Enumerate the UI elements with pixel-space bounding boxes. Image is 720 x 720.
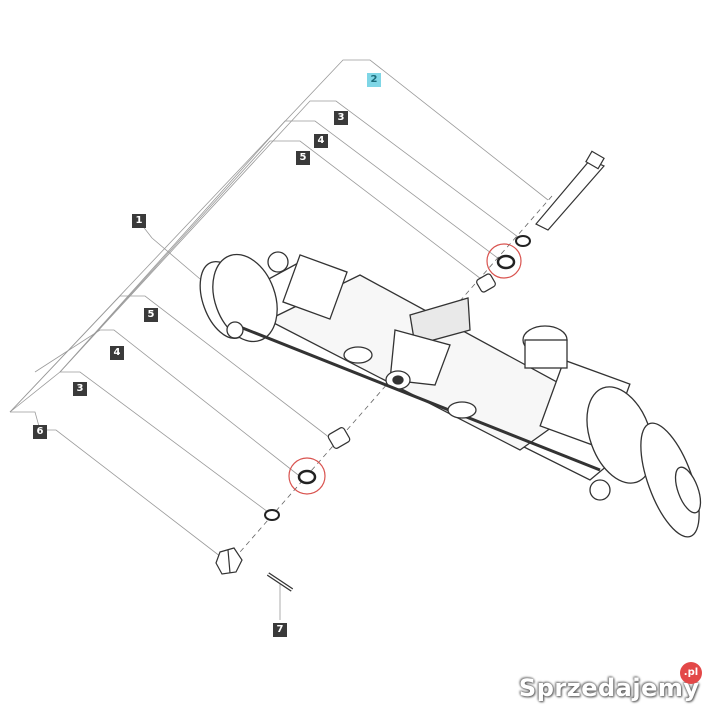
callout-4-bottom: 4 (110, 346, 124, 360)
leader-lines (9, 59, 549, 620)
bushing-part-5-bottom (327, 427, 351, 449)
washer-part-3-bottom (264, 509, 280, 521)
washer-part-3-top (515, 235, 531, 247)
callout-4-top: 4 (314, 134, 328, 148)
callout-5-top: 5 (296, 151, 310, 165)
callout-2: 2 (367, 73, 381, 87)
callout-6: 6 (33, 425, 47, 439)
oring-part-4-bottom (297, 469, 317, 485)
callout-1: 1 (132, 214, 146, 228)
watermark-logo: Sprzedajemy (519, 674, 700, 702)
callout-7: 7 (273, 623, 287, 637)
pin-part-2 (535, 150, 605, 231)
watermark-text: Sprzedajemy (518, 674, 700, 702)
watermark-pl-badge: .pl (680, 662, 702, 684)
nut-part-6 (215, 547, 243, 575)
callout-5-bottom: 5 (144, 308, 158, 322)
bushing-part-5-top (476, 273, 496, 293)
axle-housing (199, 251, 702, 538)
callout-3-top: 3 (334, 111, 348, 125)
highlight-circle-top (486, 243, 522, 279)
highlight-circle-bottom (288, 457, 326, 495)
oring-part-4-top (496, 254, 516, 270)
callout-3-bottom: 3 (73, 382, 87, 396)
